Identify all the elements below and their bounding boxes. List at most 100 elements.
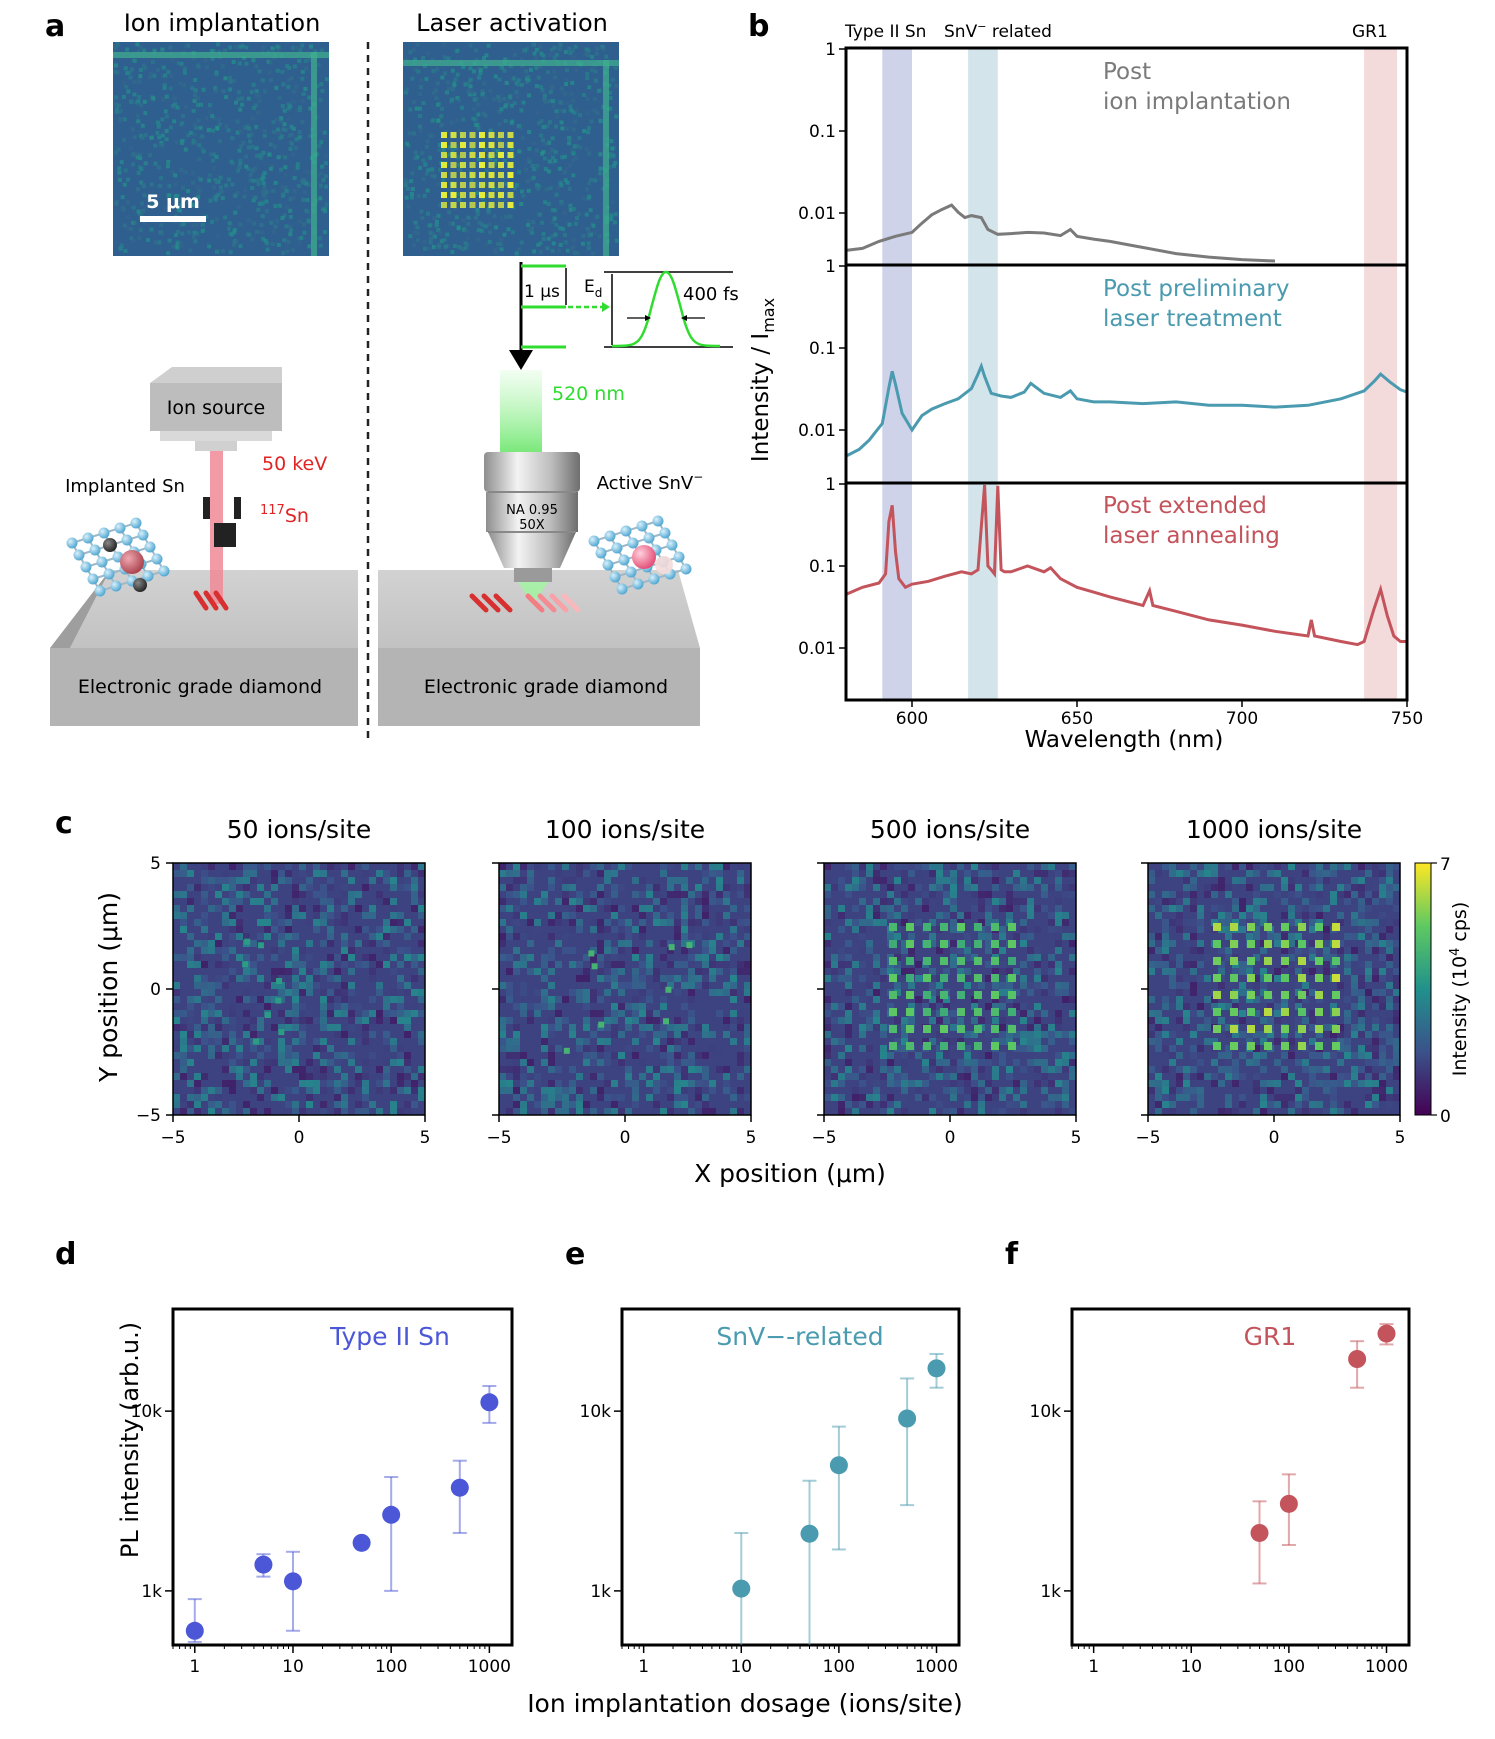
map-pixel: [730, 1108, 737, 1115]
map-pixel: [187, 1080, 194, 1087]
noise-pixel: [532, 141, 537, 146]
map-pixel: [292, 1031, 299, 1038]
noise-pixel: [540, 138, 545, 143]
map-pixel: [404, 1059, 411, 1066]
map-pixel: [1218, 1080, 1225, 1087]
map-pixel: [1232, 1003, 1239, 1010]
noise-pixel: [251, 178, 256, 183]
map-pixel: [506, 1038, 513, 1045]
map-pixel: [208, 1024, 215, 1031]
noise-pixel: [413, 220, 418, 225]
map-pixel: [1048, 1101, 1055, 1108]
noise-pixel: [506, 100, 511, 105]
map-pixel: [299, 912, 306, 919]
emitter-spot: [1298, 1008, 1306, 1016]
noise-pixel: [428, 231, 433, 236]
map-pixel: [208, 947, 215, 954]
noise-pixel: [260, 189, 265, 194]
noise-pixel: [289, 142, 294, 147]
emitter-spot: [991, 1008, 999, 1016]
noise-pixel: [233, 100, 238, 105]
map-pixel: [852, 961, 859, 968]
noise-pixel: [565, 180, 570, 185]
map-pixel: [908, 1080, 915, 1087]
map-pixel: [1358, 1073, 1365, 1080]
map-pixel: [985, 1087, 992, 1094]
map-pixel: [376, 926, 383, 933]
map-pixel: [1288, 940, 1295, 947]
carbon-atom: [137, 529, 149, 541]
map-pixel: [838, 1017, 845, 1024]
emitter-spot: [1247, 974, 1255, 982]
noise-pixel: [188, 130, 193, 135]
map-pixel: [390, 1101, 397, 1108]
noise-pixel: [481, 56, 486, 61]
noise-pixel: [321, 178, 326, 183]
map-pixel: [327, 884, 334, 891]
noise-pixel: [556, 248, 561, 253]
noise-pixel: [196, 118, 201, 123]
map-pixel: [1260, 898, 1267, 905]
map-pixel: [313, 891, 320, 898]
noise-pixel: [404, 195, 409, 200]
map-pixel: [404, 947, 411, 954]
map-pixel: [215, 905, 222, 912]
noise-pixel: [244, 164, 249, 169]
noise-pixel: [148, 75, 153, 80]
map-pixel: [1020, 898, 1027, 905]
map-pixel: [348, 1024, 355, 1031]
panel-letter-b: b: [748, 9, 769, 44]
noise-pixel: [167, 238, 172, 243]
map-pixel: [950, 919, 957, 926]
map-pixel: [695, 1024, 702, 1031]
map-pixel: [901, 1073, 908, 1080]
map-pixel: [1246, 884, 1253, 891]
carbon-atom: [98, 527, 110, 539]
noise-pixel: [539, 51, 544, 56]
map-pixel: [639, 905, 646, 912]
map-pixel: [1027, 954, 1034, 961]
x-tick-label: 1: [1088, 1657, 1099, 1677]
map-pixel: [737, 884, 744, 891]
map-pixel: [1239, 1045, 1246, 1052]
emitter-spot: [244, 938, 251, 945]
emitter-spot: [1247, 957, 1255, 965]
series-label-line: laser treatment: [1103, 306, 1282, 332]
map-pixel: [716, 863, 723, 870]
noise-pixel: [557, 47, 562, 52]
carbon-atom: [73, 549, 85, 561]
map-pixel: [901, 919, 908, 926]
noise-pixel: [196, 103, 201, 108]
map-pixel: [1393, 863, 1400, 870]
map-pixel: [569, 968, 576, 975]
activated-spot: [479, 142, 485, 148]
noise-pixel: [163, 73, 168, 78]
map-pixel: [257, 877, 264, 884]
map-pixel: [838, 877, 845, 884]
map-pixel: [1344, 863, 1351, 870]
map-pixel: [999, 1052, 1006, 1059]
map-pixel: [404, 877, 411, 884]
map-pixel: [1190, 968, 1197, 975]
noise-pixel: [239, 144, 244, 149]
map-pixel: [292, 891, 299, 898]
map-pixel: [334, 968, 341, 975]
map-pixel: [845, 1003, 852, 1010]
map-pixel: [873, 968, 880, 975]
map-pixel: [362, 1108, 369, 1115]
map-pixel: [187, 1101, 194, 1108]
plot-frame: [1070, 1307, 1411, 1647]
map-pixel: [341, 891, 348, 898]
map-pixel: [1337, 912, 1344, 919]
map-pixel: [894, 933, 901, 940]
map-pixel: [520, 1010, 527, 1017]
map-pixel: [499, 1038, 506, 1045]
panel-def-dosage: PL intensity (arb.u.) Ion implantation d…: [116, 1307, 1411, 1718]
map-pixel: [1246, 968, 1253, 975]
map-pixel: [541, 996, 548, 1003]
map-pixel: [187, 1045, 194, 1052]
noise-pixel: [562, 233, 567, 238]
noise-pixel: [130, 127, 135, 132]
noise-pixel: [232, 227, 237, 232]
y-tick-label: 0.1: [809, 339, 836, 359]
